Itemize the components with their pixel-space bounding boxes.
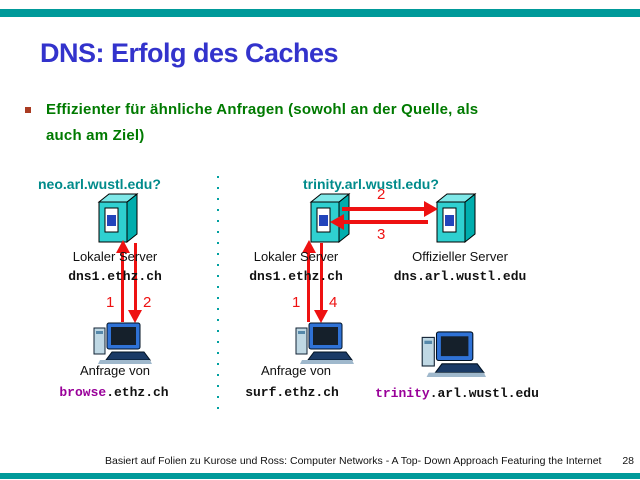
dotted-divider bbox=[217, 176, 219, 412]
computer-icon bbox=[420, 330, 486, 385]
arrowhead-down-icon bbox=[128, 310, 142, 323]
client-hostname-accent: trinity bbox=[375, 386, 430, 401]
footer-page-number: 28 bbox=[622, 455, 634, 467]
footer-credit: Basiert auf Folien zu Kurose und Ross: C… bbox=[105, 455, 602, 467]
client-hostname-rest: .ethz.ch bbox=[106, 385, 169, 400]
arrow-line-up bbox=[307, 251, 310, 322]
client-hostname: browse.ethz.ch bbox=[38, 385, 190, 400]
arrowhead-down-icon bbox=[314, 310, 328, 323]
server-icon bbox=[94, 192, 140, 244]
server-icon bbox=[306, 192, 352, 244]
page-title: DNS: Erfolg des Caches bbox=[40, 38, 339, 68]
arrow-number-2b: 2 bbox=[143, 294, 152, 311]
arrow-line-right bbox=[342, 207, 426, 211]
top-template-bar bbox=[0, 9, 640, 17]
bullet-square-icon bbox=[25, 107, 31, 113]
server-label: Lokaler Server bbox=[253, 249, 339, 264]
client-hostname-rest: .arl.wustl.edu bbox=[429, 386, 539, 401]
arrowhead-up-icon bbox=[116, 240, 130, 253]
client-hostname-rest: surf.ethz.ch bbox=[245, 385, 339, 400]
query-label-neo: neo.arl.wustl.edu? bbox=[38, 176, 161, 192]
footer: Basiert auf Folien zu Kurose und Ross: C… bbox=[105, 455, 634, 467]
server-icon bbox=[432, 192, 478, 244]
server-hostname: dns1.ethz.ch bbox=[249, 269, 343, 284]
arrowhead-left-icon bbox=[330, 214, 344, 230]
client-hostname-accent: browse bbox=[59, 385, 107, 400]
arrow-number-2: 2 bbox=[377, 186, 386, 203]
server-label: Offizieller Server bbox=[412, 249, 508, 264]
bottom-template-bar bbox=[0, 473, 640, 479]
client-label: Anfrage von bbox=[79, 363, 151, 378]
client-hostname: trinity.arl.wustl.edu bbox=[368, 386, 546, 401]
arrow-number-4: 4 bbox=[329, 294, 338, 311]
query-label-trinity: trinity.arl.wustl.edu? bbox=[303, 176, 439, 192]
server-hostname: dns.arl.wustl.edu bbox=[393, 269, 527, 284]
server-label: Lokaler Server bbox=[72, 249, 158, 264]
arrow-number-1: 1 bbox=[106, 294, 115, 311]
arrow-line-down bbox=[320, 243, 323, 312]
arrow-line-left bbox=[344, 220, 428, 224]
arrowhead-up-icon bbox=[302, 240, 316, 253]
computer-icon bbox=[294, 322, 354, 371]
arrow-number-3: 3 bbox=[377, 226, 386, 243]
server-hostname: dns1.ethz.ch bbox=[68, 269, 162, 284]
computer-icon bbox=[92, 322, 152, 371]
client-label: Anfrage von bbox=[260, 363, 332, 378]
arrow-line-up bbox=[121, 251, 124, 322]
arrowhead-right-icon bbox=[424, 201, 438, 217]
arrow-number-1b: 1 bbox=[292, 294, 301, 311]
bullet-text-line1: Effizienter für ähnliche Anfragen (sowoh… bbox=[46, 101, 479, 118]
bullet-text-line2: auch am Ziel) bbox=[46, 127, 145, 144]
client-hostname: surf.ethz.ch bbox=[232, 385, 352, 400]
arrow-line-down bbox=[134, 243, 137, 312]
